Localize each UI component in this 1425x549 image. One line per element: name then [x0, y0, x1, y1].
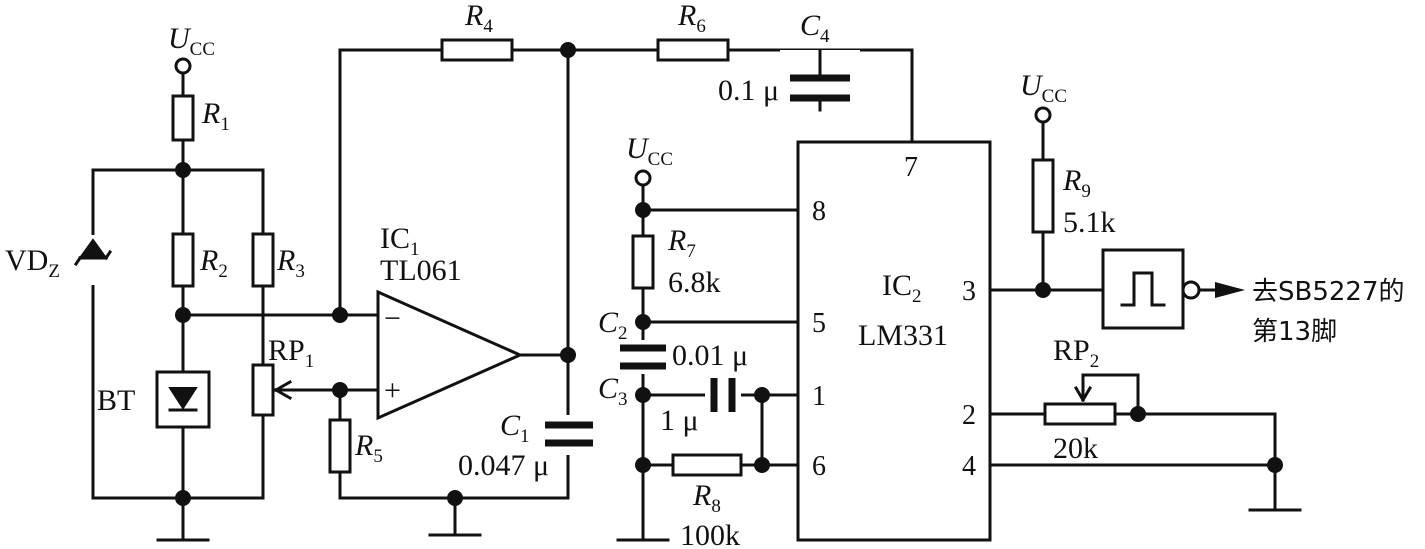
output-arrow — [1215, 282, 1245, 298]
opamp-ic1 — [376, 289, 524, 421]
potentiometer-rp2 — [1043, 402, 1117, 426]
resistor-r2 — [171, 232, 195, 288]
ic2-pin-8: 8 — [812, 196, 826, 227]
ic1-part: TL061 — [380, 254, 462, 287]
ic2-pin-6: 6 — [812, 451, 826, 482]
resistor-r3 — [251, 232, 275, 288]
ucc-label-left: UCC — [168, 22, 215, 60]
zener-diode-vdz — [73, 235, 113, 285]
resistor-r7 — [631, 234, 655, 290]
ic2-pin-7: 7 — [904, 152, 918, 183]
r6-label: R6 — [677, 0, 706, 37]
ucc-label-right: UCC — [1020, 69, 1067, 107]
rp1-label: RP1 — [268, 334, 314, 372]
output-note-line2: 第13脚 — [1252, 317, 1337, 347]
r3-label: R3 — [276, 244, 305, 282]
supply-terminals — [174, 57, 1052, 187]
c1-label: C1 — [500, 409, 530, 447]
rp2-label: RP2 — [1053, 334, 1099, 372]
opamp-minus-label: − — [384, 302, 401, 335]
junction-dots — [175, 42, 1283, 506]
schmitt-inverter — [1101, 248, 1201, 330]
r1-label: R1 — [201, 97, 230, 135]
output-note-line1: 去SB5227的 — [1252, 277, 1405, 307]
c4-value: 0.1 μ — [718, 74, 779, 107]
zener-label: VDZ — [5, 244, 60, 282]
c3-label: C3 — [598, 372, 628, 410]
ic2-pin-1: 1 — [812, 381, 826, 412]
sensor-bt — [155, 370, 211, 429]
c4-label: C4 — [800, 9, 830, 47]
ic2-pin-2: 2 — [962, 400, 976, 431]
r7-label: R7 — [667, 224, 696, 262]
rp2-wiper-arrow — [1073, 385, 1093, 403]
ucc-terminal-mid — [634, 169, 652, 187]
resistor-r4 — [440, 38, 514, 62]
rp2-value: 20k — [1053, 432, 1098, 465]
ucc-label-mid: UCC — [626, 132, 673, 170]
capacitor-c2 — [620, 340, 668, 374]
ic2-pin-3: 3 — [962, 276, 976, 307]
potentiometer-rp1 — [251, 363, 275, 417]
capacitor-c3 — [705, 378, 741, 412]
r8-label: R8 — [692, 479, 721, 517]
capacitor-c1 — [545, 415, 595, 455]
resistor-r6 — [656, 38, 730, 62]
ground-symbols — [156, 508, 1302, 542]
c2-value: 0.01 μ — [672, 339, 748, 372]
ic2-part: LM331 — [858, 319, 948, 352]
ic2-name: IC2 — [882, 269, 922, 307]
capacitor-c4 — [780, 48, 860, 112]
ic2-pin-4: 4 — [962, 451, 976, 482]
r9-label: R9 — [1062, 164, 1091, 202]
c1-value: 0.047 μ — [458, 449, 549, 482]
resistor-r1 — [171, 94, 195, 142]
r4-label: R4 — [464, 0, 493, 37]
rp1-wiper-arrow — [273, 379, 293, 401]
c3-value: 1 μ — [660, 404, 699, 437]
r7-value: 6.8k — [668, 266, 721, 299]
r2-label: R2 — [199, 244, 228, 282]
sensor-label: BT — [97, 384, 135, 417]
resistor-r5 — [328, 418, 352, 474]
resistor-r9 — [1031, 158, 1055, 234]
r9-value: 5.1k — [1063, 206, 1116, 239]
ic1-name: IC1 — [380, 222, 420, 260]
r5-label: R5 — [354, 429, 383, 467]
resistor-r8 — [671, 453, 743, 477]
ucc-terminal-left — [174, 57, 192, 75]
lm331-ic2-body — [796, 140, 992, 542]
ucc-terminal-right — [1034, 106, 1052, 124]
ic2-pin-5: 5 — [812, 308, 826, 339]
opamp-plus-label: + — [384, 374, 401, 407]
c2-label: C2 — [598, 306, 628, 344]
r8-value: 100k — [680, 519, 740, 549]
